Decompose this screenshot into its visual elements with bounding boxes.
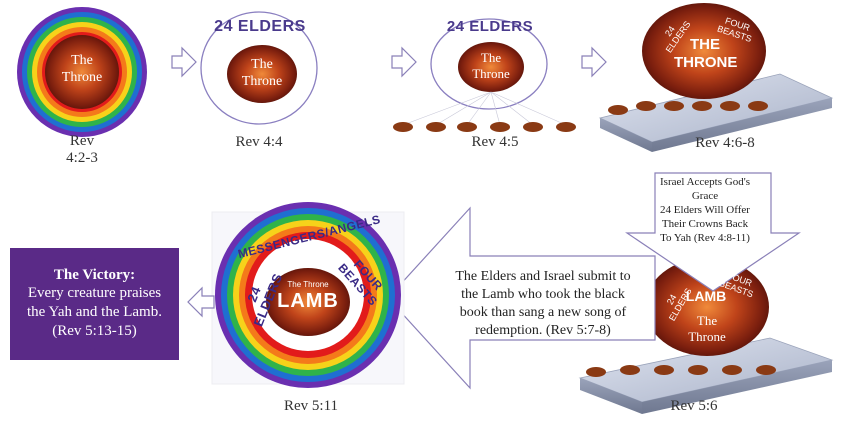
lamb-label: LAMB	[685, 288, 727, 304]
left-arrow-shape	[387, 206, 656, 390]
throne-label: The Throne	[287, 280, 329, 289]
scene-throne-rainbow	[17, 7, 147, 137]
elders-row-scene5	[586, 365, 776, 377]
caption-rev-4-4: Rev 4:4	[235, 134, 283, 150]
submit-arrow-text: The Elders and Israel submit to the Lamb…	[455, 269, 631, 338]
victory-title: The Victory:	[53, 267, 136, 283]
down-arrow-shape	[625, 172, 801, 292]
right-arrow-icon	[391, 46, 417, 78]
throne-label: The Throne	[61, 53, 103, 85]
scene-lamb-rainbow	[211, 202, 405, 388]
caption-rev-4-2-3: Rev 4:2-3	[66, 133, 98, 166]
caption-rev-5-11: Rev 5:11	[283, 398, 339, 414]
scene-elders-lamps	[402, 18, 567, 126]
elders-ring-label: 24 ELDERS	[446, 18, 534, 35]
scene-elders-ring	[200, 11, 318, 125]
right-arrow-icon	[171, 46, 197, 78]
right-arrow-icon	[581, 46, 607, 78]
caption-rev-4-6-8: Rev 4:6-8	[695, 135, 755, 151]
scene-sea-of-glass	[598, 3, 834, 152]
caption-rev-4-5: Rev 4:5	[471, 134, 519, 150]
grace-arrow-text: Israel Accepts God's Grace 24 Elders Wil…	[660, 176, 750, 244]
elders-row-scene3	[393, 122, 576, 132]
lamb-label: LAMB	[277, 290, 339, 312]
throne-label: The Throne	[241, 57, 283, 89]
throne-label: THE THRONE	[674, 36, 738, 71]
elders-row-scene4	[608, 101, 768, 115]
victory-box: The Victory: Every creature praises the …	[10, 248, 179, 360]
throne-label: The Throne	[472, 50, 510, 81]
victory-body: Every creature praises the Yah and the L…	[27, 285, 162, 339]
caption-rev-5-6: Rev 5:6	[670, 398, 718, 414]
left-arrow-icon	[187, 286, 215, 318]
elders-ring-label: 24 ELDERS	[214, 18, 306, 35]
throne-label: The Throne	[688, 313, 726, 344]
